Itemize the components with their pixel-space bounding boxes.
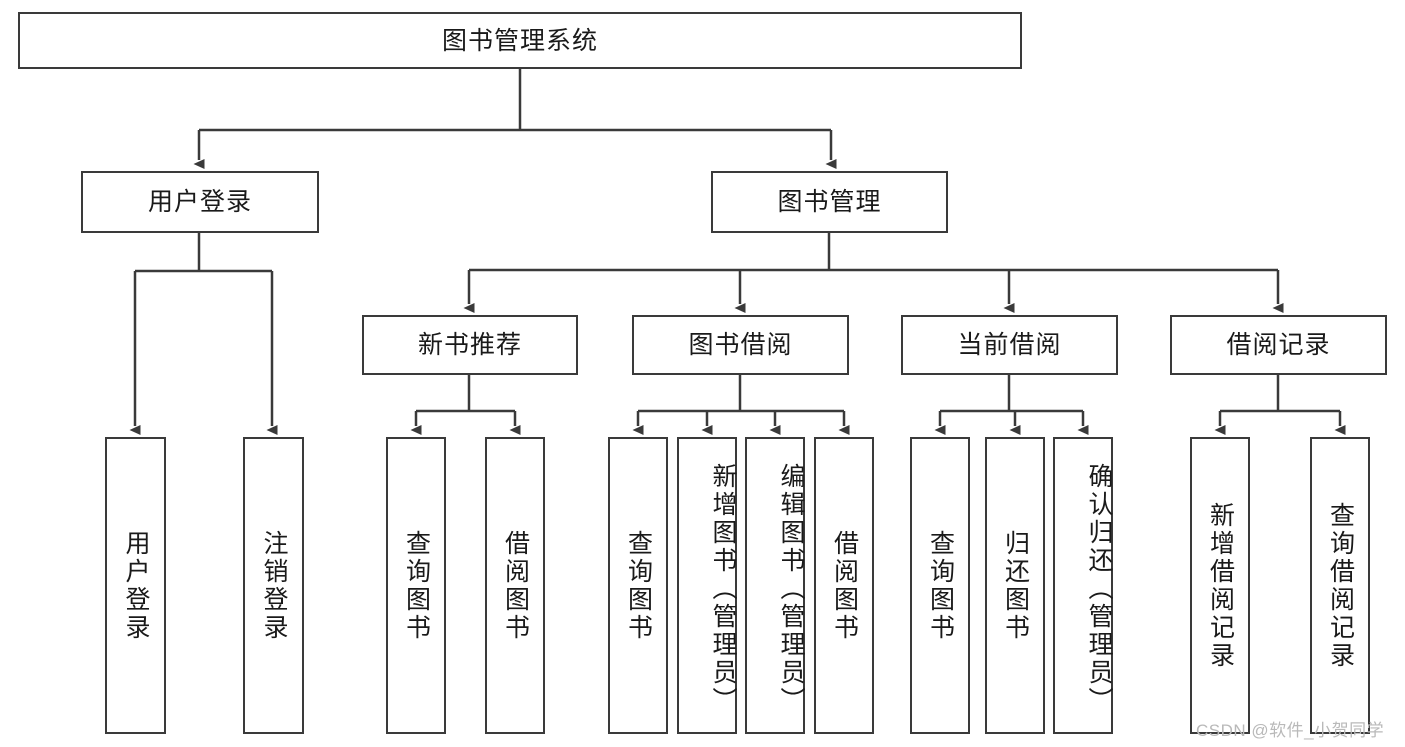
- leaf-borrow-book-recommend-label: 借阅图书: [501, 529, 530, 642]
- leaf-search-book-recommend-label: 查询图书: [402, 529, 431, 642]
- leaf-logout-label: 注销登录: [260, 529, 288, 642]
- node-borrow-record[interactable]: 借阅记录: [1170, 315, 1387, 375]
- node-current-borrow[interactable]: 当前借阅: [901, 315, 1118, 375]
- node-user-login[interactable]: 用户登录: [81, 171, 319, 233]
- node-new-book-recommend-label: 新书推荐: [417, 331, 522, 359]
- node-root-label: 图书管理系统: [441, 26, 598, 55]
- leaf-search-book-current-label: 查询图书: [926, 529, 955, 642]
- leaf-search-borrow-record[interactable]: 查询借阅记录: [1310, 437, 1370, 734]
- leaf-logout[interactable]: 注销登录: [243, 437, 304, 734]
- leaf-borrow-book-recommend[interactable]: 借阅图书: [485, 437, 545, 734]
- node-book-management[interactable]: 图书管理: [711, 171, 948, 233]
- leaf-add-borrow-record-label: 新增借阅记录: [1206, 501, 1235, 670]
- leaf-search-borrow-record-label: 查询借阅记录: [1326, 501, 1355, 670]
- leaf-search-book-borrow-label: 查询图书: [624, 529, 653, 642]
- leaf-confirm-return-admin[interactable]: 确认归还（管理员）: [1053, 437, 1113, 734]
- node-book-borrow-label: 图书借阅: [688, 331, 793, 359]
- leaf-user-login[interactable]: 用户登录: [105, 437, 166, 734]
- leaf-return-book[interactable]: 归还图书: [985, 437, 1045, 734]
- leaf-edit-book-admin-label: 编辑图书（管理员）: [777, 462, 805, 715]
- csdn-watermark: CSDN @软件_小贺同学: [1196, 721, 1385, 740]
- leaf-search-book-borrow[interactable]: 查询图书: [608, 437, 668, 734]
- leaf-search-book-current[interactable]: 查询图书: [910, 437, 970, 734]
- leaf-user-login-label: 用户登录: [122, 529, 150, 642]
- node-root[interactable]: 图书管理系统: [18, 12, 1022, 69]
- node-new-book-recommend[interactable]: 新书推荐: [362, 315, 578, 375]
- leaf-edit-book-admin[interactable]: 编辑图书（管理员）: [745, 437, 805, 734]
- leaf-search-book-recommend[interactable]: 查询图书: [386, 437, 446, 734]
- leaf-confirm-return-admin-label: 确认归还（管理员）: [1085, 462, 1113, 715]
- leaf-add-book-admin-label: 新增图书（管理员）: [709, 462, 737, 715]
- leaf-add-book-admin[interactable]: 新增图书（管理员）: [677, 437, 737, 734]
- node-borrow-record-label: 借阅记录: [1226, 331, 1331, 359]
- leaf-add-borrow-record[interactable]: 新增借阅记录: [1190, 437, 1250, 734]
- node-book-management-label: 图书管理: [777, 188, 882, 216]
- leaf-return-book-label: 归还图书: [1001, 529, 1030, 642]
- node-user-login-label: 用户登录: [147, 188, 252, 216]
- node-book-borrow[interactable]: 图书借阅: [632, 315, 849, 375]
- leaf-borrow-book-label: 借阅图书: [830, 529, 859, 642]
- leaf-borrow-book[interactable]: 借阅图书: [814, 437, 874, 734]
- node-current-borrow-label: 当前借阅: [957, 331, 1062, 359]
